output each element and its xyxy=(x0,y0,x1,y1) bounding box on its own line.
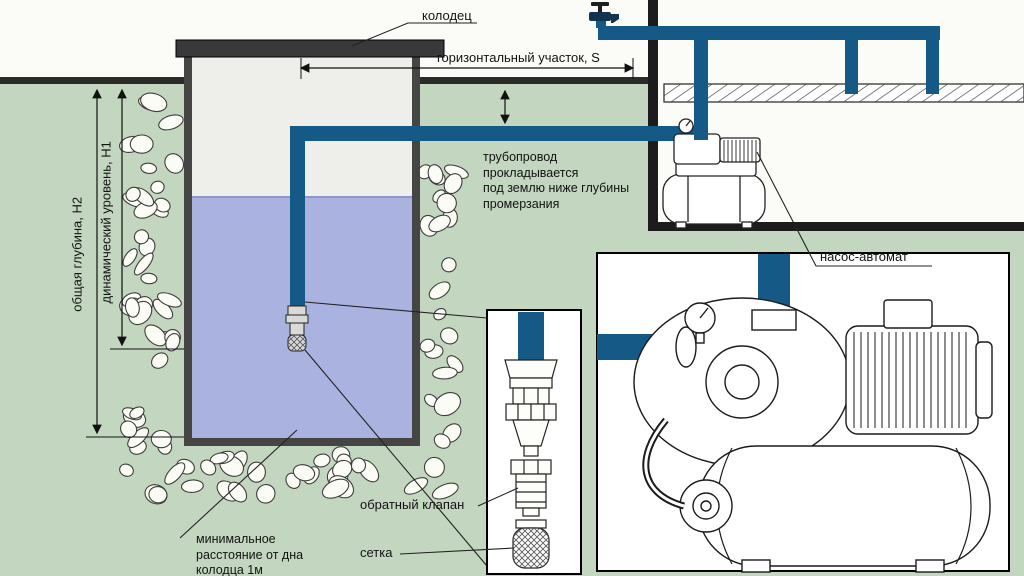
house-foundation xyxy=(648,222,1024,231)
stone xyxy=(164,153,185,174)
pump-detail-inset xyxy=(596,252,1010,573)
pump-outlet-riser xyxy=(694,40,708,140)
pump-inlet-flange xyxy=(675,326,697,368)
stone xyxy=(148,485,168,504)
stone xyxy=(164,462,186,485)
stone xyxy=(165,332,181,352)
stone xyxy=(150,180,165,194)
stone xyxy=(227,481,248,503)
stone xyxy=(350,457,367,474)
stone xyxy=(133,252,154,276)
pump-station-label: насос-автомат xyxy=(820,249,908,264)
inset-pipe xyxy=(518,312,544,360)
stone xyxy=(150,429,172,449)
stone xyxy=(332,459,353,479)
callout-line-bottom xyxy=(304,349,488,567)
branch-pipe-2 xyxy=(926,40,939,94)
check-valve-label-leader xyxy=(477,487,519,507)
foot-valve-assembly xyxy=(285,305,309,352)
well xyxy=(175,39,445,446)
stone xyxy=(120,420,138,438)
stone xyxy=(158,114,184,131)
stone xyxy=(313,453,331,468)
house-wall xyxy=(648,0,658,230)
stone xyxy=(140,162,158,174)
stone xyxy=(431,482,459,500)
stone xyxy=(441,257,457,273)
stone xyxy=(403,477,429,495)
check-valve-inset xyxy=(486,309,582,575)
stone xyxy=(440,327,459,345)
callout-line-top xyxy=(304,301,488,319)
stone xyxy=(427,164,444,185)
check-valve-label: обратный клапан xyxy=(360,497,465,512)
well-cap xyxy=(175,39,445,58)
tap-icon xyxy=(589,2,619,28)
pump-detail-drawing xyxy=(633,297,993,573)
stone xyxy=(180,479,204,493)
total-depth-label: общая глубина, Н2 xyxy=(69,196,85,312)
strainer-label: сетка xyxy=(360,545,393,560)
stone xyxy=(436,192,457,214)
stone xyxy=(432,366,458,380)
well-label: колодец xyxy=(422,8,472,23)
min-distance-leader xyxy=(179,429,298,539)
pump-label-leader xyxy=(756,151,932,267)
stone xyxy=(423,456,445,478)
check-valve-detail xyxy=(510,459,552,517)
stone xyxy=(292,464,316,482)
stone xyxy=(129,134,154,154)
stone xyxy=(433,392,462,417)
measurements xyxy=(86,58,635,438)
well-label-leader xyxy=(351,22,477,47)
stone xyxy=(140,92,168,113)
min-distance-label: минимальное расстояние от дна колодца 1м xyxy=(196,532,304,576)
house-top-pipe xyxy=(598,26,940,40)
pressure-tank-detail xyxy=(697,445,991,567)
stone xyxy=(129,406,145,420)
stone xyxy=(428,281,451,300)
pipework xyxy=(290,26,940,306)
branch-pipe-1 xyxy=(845,40,858,94)
stone xyxy=(144,324,167,347)
pump-station-small xyxy=(662,118,766,229)
stone xyxy=(153,197,171,213)
pump-top-port xyxy=(751,309,797,331)
leader-lines xyxy=(179,22,932,555)
pressure-tank-small xyxy=(662,173,766,225)
stone xyxy=(419,338,436,353)
motor-terminal-box xyxy=(883,299,933,329)
stone xyxy=(133,229,150,245)
main-supply-pipe xyxy=(290,126,704,141)
stone xyxy=(433,433,451,449)
motor-end-cap xyxy=(975,341,993,419)
stone xyxy=(256,484,276,504)
strainer-label-leader xyxy=(399,547,515,555)
strainer-detail xyxy=(512,519,550,569)
backfill-stones xyxy=(119,92,469,505)
stone xyxy=(125,186,141,202)
stone xyxy=(200,459,217,476)
house-floor-hatch xyxy=(664,84,1024,102)
pipeline-note-label: трубопровод прокладывается под землю ниж… xyxy=(483,150,630,211)
stone xyxy=(443,173,463,195)
compression-fitting xyxy=(504,359,558,457)
stone xyxy=(156,292,182,308)
stone xyxy=(140,272,158,285)
stone xyxy=(119,463,134,477)
dynamic-level-label: динамический уровень, Н1 xyxy=(98,141,114,304)
stone xyxy=(428,214,451,233)
stone xyxy=(321,478,350,499)
well-drop-pipe xyxy=(290,126,305,306)
stone xyxy=(247,461,266,483)
horizontal-section-label: горизонтальный участок, S xyxy=(437,50,600,65)
motor-body xyxy=(845,325,979,435)
stone xyxy=(151,352,169,369)
